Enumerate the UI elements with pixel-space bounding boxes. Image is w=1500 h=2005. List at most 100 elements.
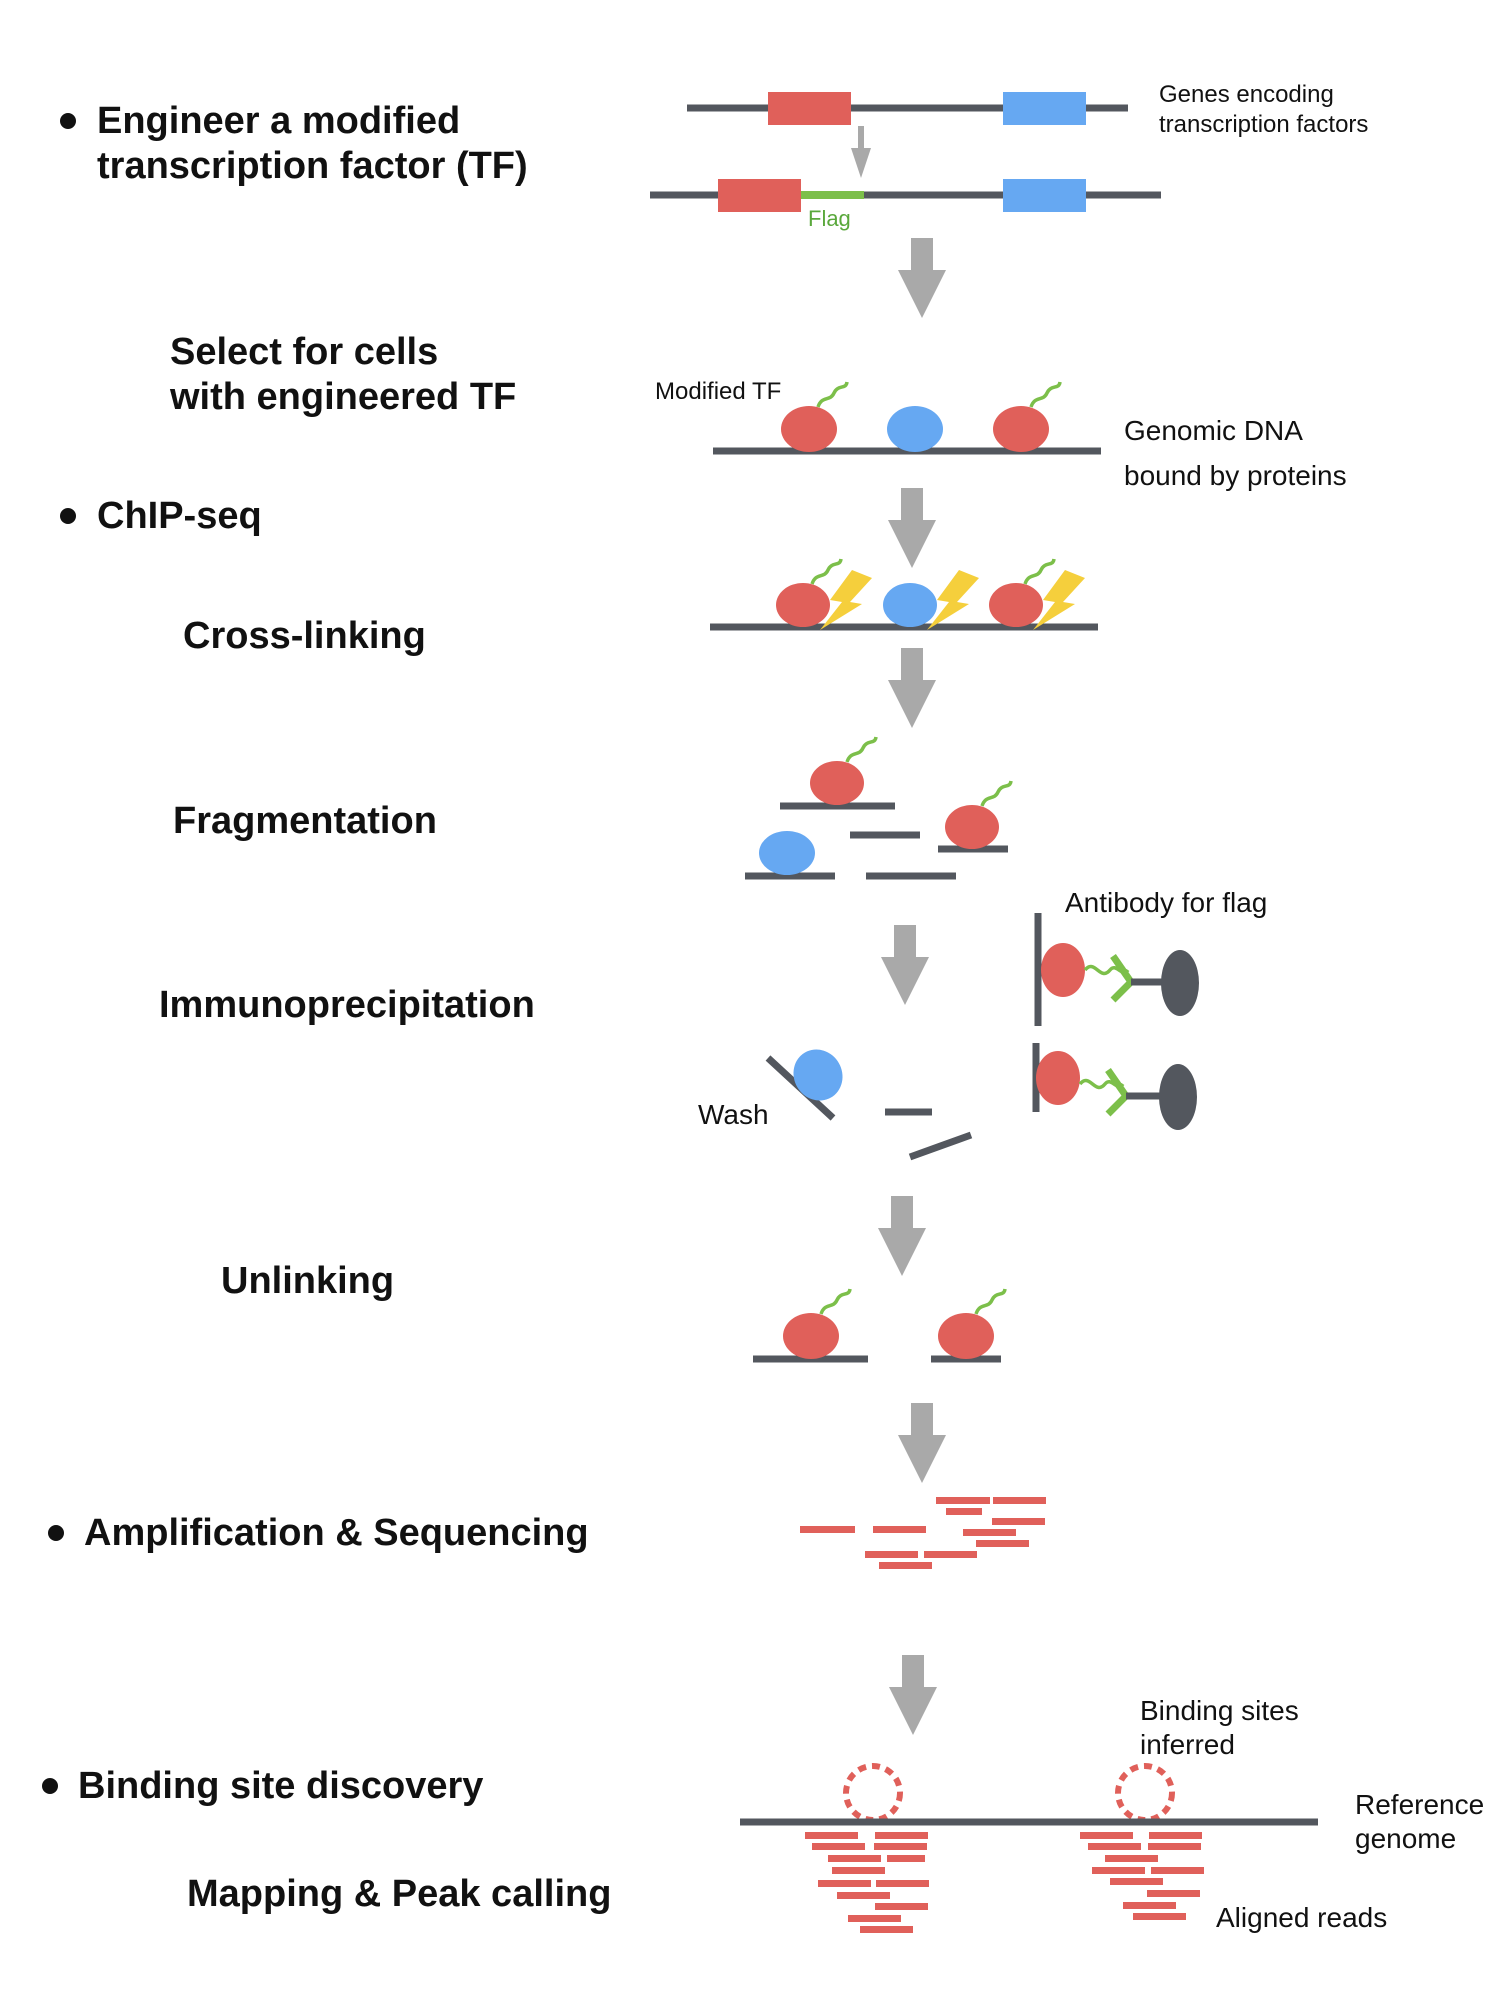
aligned-read [887, 1855, 925, 1862]
step-select-line2: with engineered TF [169, 376, 516, 418]
genes-label-line2: transcription factors [1159, 111, 1368, 138]
modified-tf-label: Modified TF [655, 378, 781, 405]
genomic-dna-label-line2: bound by proteins [1124, 460, 1347, 491]
tf-gene-blue-modified [1003, 179, 1086, 212]
aligned-read [860, 1926, 913, 1933]
aligned-read [1080, 1832, 1133, 1839]
tf-gene-red [768, 92, 851, 125]
aligned-read [876, 1880, 929, 1887]
sequence-read [992, 1518, 1045, 1525]
flag-label: Flag [808, 206, 851, 231]
antibody-fork-icon [1110, 954, 1136, 1003]
binding-sites-label-line1: Binding sites [1140, 1695, 1299, 1726]
modified-tf-protein [989, 583, 1043, 627]
step-engineer-line1: Engineer a modified [97, 100, 460, 142]
antibody-label: Antibody for flag [1065, 887, 1267, 918]
aligned-read [812, 1843, 865, 1850]
sequence-read [993, 1497, 1046, 1504]
blue-protein [759, 831, 815, 875]
flow-arrow-icon [898, 1403, 946, 1483]
blue-protein [883, 583, 937, 627]
modified-tf-protein [781, 406, 837, 452]
bullet-icon [42, 1778, 58, 1794]
aligned-read [1110, 1878, 1163, 1885]
step-immunoprecipitation: Immunoprecipitation [159, 984, 535, 1026]
step-binding-discovery: Binding site discovery [78, 1765, 483, 1807]
modified-tf-protein [810, 761, 864, 805]
washed-dna-fragment [908, 1131, 973, 1161]
blue-protein [887, 406, 943, 452]
crosslinking-illustration [710, 558, 1098, 631]
flag-squiggle [810, 558, 843, 585]
aligned-read [1149, 1832, 1202, 1839]
aligned-reads-peak-2 [1080, 1832, 1204, 1920]
binding-sites-label-line2: inferred [1140, 1729, 1235, 1760]
flag-squiggle [974, 1288, 1007, 1315]
reference-genome-label-line1: Reference [1355, 1789, 1484, 1820]
sequence-read [879, 1562, 932, 1569]
blue-protein [793, 1049, 843, 1101]
aligned-read [1148, 1843, 1201, 1850]
step-mapping: Mapping & Peak calling [187, 1873, 611, 1915]
fragmentation-illustration [745, 736, 1013, 880]
modified-tf-protein [783, 1313, 839, 1359]
engineer-tf-illustration: Flag Genes encoding transcription factor… [650, 81, 1368, 231]
step-select-line1: Select for cells [170, 331, 438, 373]
bullet-icon [60, 113, 76, 129]
sequence-read [976, 1540, 1029, 1547]
aligned-read [1088, 1843, 1141, 1850]
tf-gene-blue [1003, 92, 1086, 125]
bead-icon [1161, 950, 1199, 1016]
sequence-read [873, 1526, 926, 1533]
antibody-fork-icon [1105, 1068, 1131, 1117]
flow-arrow-icon [881, 925, 929, 1005]
aligned-read [1105, 1855, 1158, 1862]
aligned-read [1133, 1913, 1186, 1920]
aligned-read [837, 1892, 890, 1899]
sequencing-reads [800, 1497, 1046, 1569]
binding-site-marker-icon [1115, 1763, 1175, 1823]
binding-site-marker-icon [843, 1763, 903, 1823]
flag-squiggle [1029, 381, 1062, 408]
aligned-read [818, 1880, 871, 1887]
step-chipseq: ChIP-seq [97, 495, 262, 537]
sequence-read [946, 1508, 982, 1515]
flow-arrow-icon [878, 1196, 926, 1276]
bead-icon [1159, 1064, 1197, 1130]
wash-label: Wash [698, 1099, 769, 1130]
aligned-read [1123, 1902, 1176, 1909]
step-crosslinking: Cross-linking [183, 615, 426, 657]
modified-tf-protein [938, 1313, 994, 1359]
aligned-read [875, 1903, 928, 1910]
step-fragmentation: Fragmentation [173, 800, 437, 842]
immunoprecipitation-illustration: Antibody for flag Wash [698, 887, 1267, 1161]
step-amplification: Amplification & Sequencing [84, 1512, 589, 1554]
aligned-reads-label: Aligned reads [1216, 1902, 1387, 1933]
bullet-icon [48, 1525, 64, 1541]
aligned-read [1092, 1867, 1145, 1874]
sequence-read [924, 1551, 977, 1558]
aligned-read [875, 1832, 928, 1839]
mapping-illustration: Binding sites inferred Reference genome [740, 1695, 1484, 1933]
flag-squiggle [980, 780, 1013, 807]
aligned-read [832, 1867, 885, 1874]
step-engineer-line2: transcription factor (TF) [97, 145, 528, 187]
bullet-icon [60, 508, 76, 524]
reference-genome-label-line2: genome [1355, 1823, 1456, 1854]
flow-arrow-icon [898, 238, 946, 318]
aligned-reads-peak-1 [805, 1832, 929, 1933]
aligned-read [828, 1855, 881, 1862]
tf-gene-red-modified [718, 179, 801, 212]
genomic-dna-label-line1: Genomic DNA [1124, 415, 1303, 446]
modified-tf-protein [945, 805, 999, 849]
modified-tf-protein [1041, 943, 1085, 997]
aligned-read [1147, 1890, 1200, 1897]
small-arrow-head-icon [851, 148, 871, 178]
step-unlinking: Unlinking [221, 1260, 394, 1302]
select-cells-illustration: Modified TF Genomic DNA bound by protein… [655, 378, 1347, 491]
flag-squiggle [816, 381, 849, 408]
flow-arrow-icon [888, 488, 936, 568]
flow-arrow-icon [889, 1655, 937, 1735]
